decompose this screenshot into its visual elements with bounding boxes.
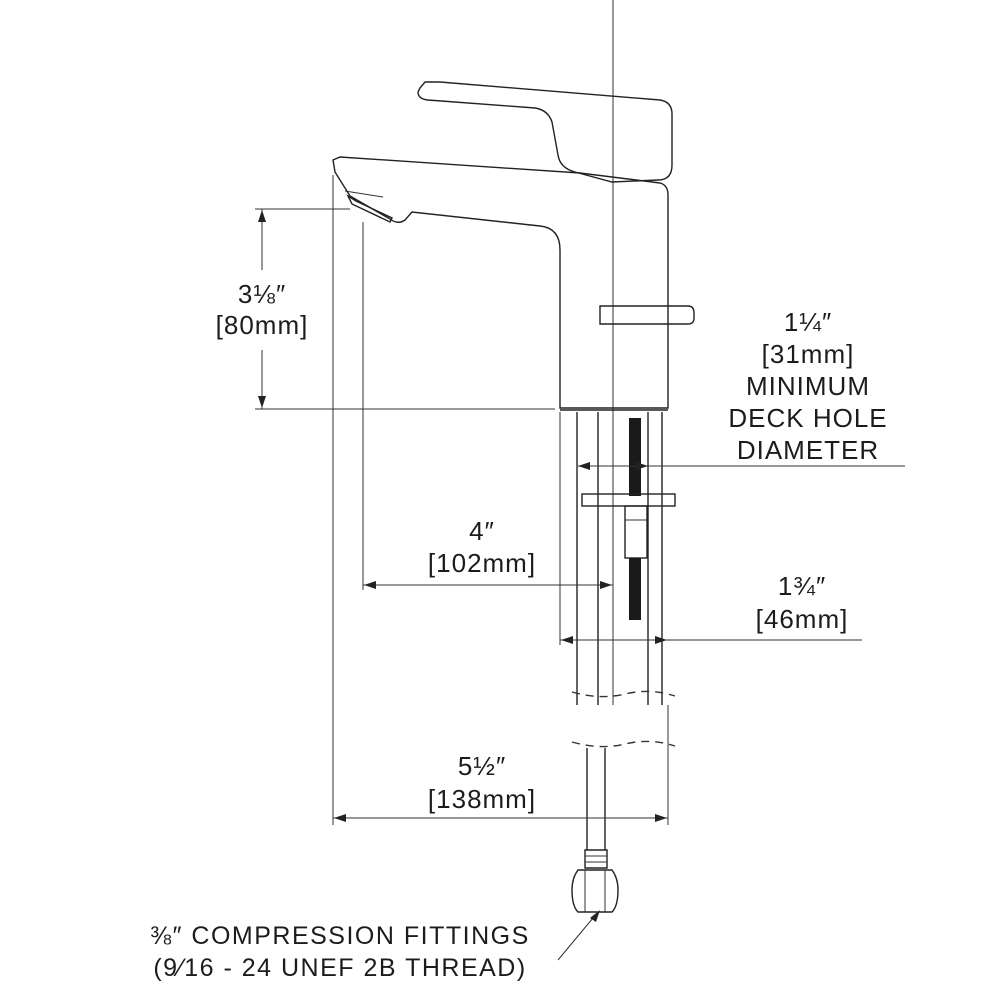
fittings-leader (557, 910, 600, 961)
overall-depth-imperial: 5½″ (458, 751, 506, 781)
base-diameter-metric: [46mm] (756, 604, 849, 634)
base-diameter-imperial: 1¾″ (778, 571, 826, 601)
deck-hole-imperial: 1¼″ (784, 307, 832, 337)
deck-hole-dimension (578, 462, 905, 470)
overall-depth-dimension (332, 175, 669, 825)
deck-hole-label-3: DIAMETER (737, 435, 879, 465)
spout-height-dimension (255, 208, 555, 410)
fittings-label-line2: (9⁄16 - 24 UNEF 2B THREAD) (153, 954, 526, 982)
deck-hole-metric: [31mm] (762, 339, 855, 369)
deck-hole-label-2: DECK HOLE (728, 403, 887, 433)
base-diameter-dimension (559, 412, 862, 645)
fittings-label-line1: ⅜″ COMPRESSION FITTINGS (150, 922, 530, 950)
deck-hole-label-1: MINIMUM (746, 371, 870, 401)
spout-reach-metric: [102mm] (428, 548, 536, 578)
spout-height-imperial: 3⅛″ (238, 279, 286, 309)
mounting-assembly (571, 412, 676, 913)
faucet-body (332, 81, 695, 411)
compression-fitting (571, 869, 619, 913)
spout-reach-imperial: 4″ (469, 516, 495, 546)
overall-depth-metric: [138mm] (428, 784, 536, 814)
spout-reach-dimension (362, 222, 613, 590)
spout-height-metric: [80mm] (216, 310, 309, 340)
